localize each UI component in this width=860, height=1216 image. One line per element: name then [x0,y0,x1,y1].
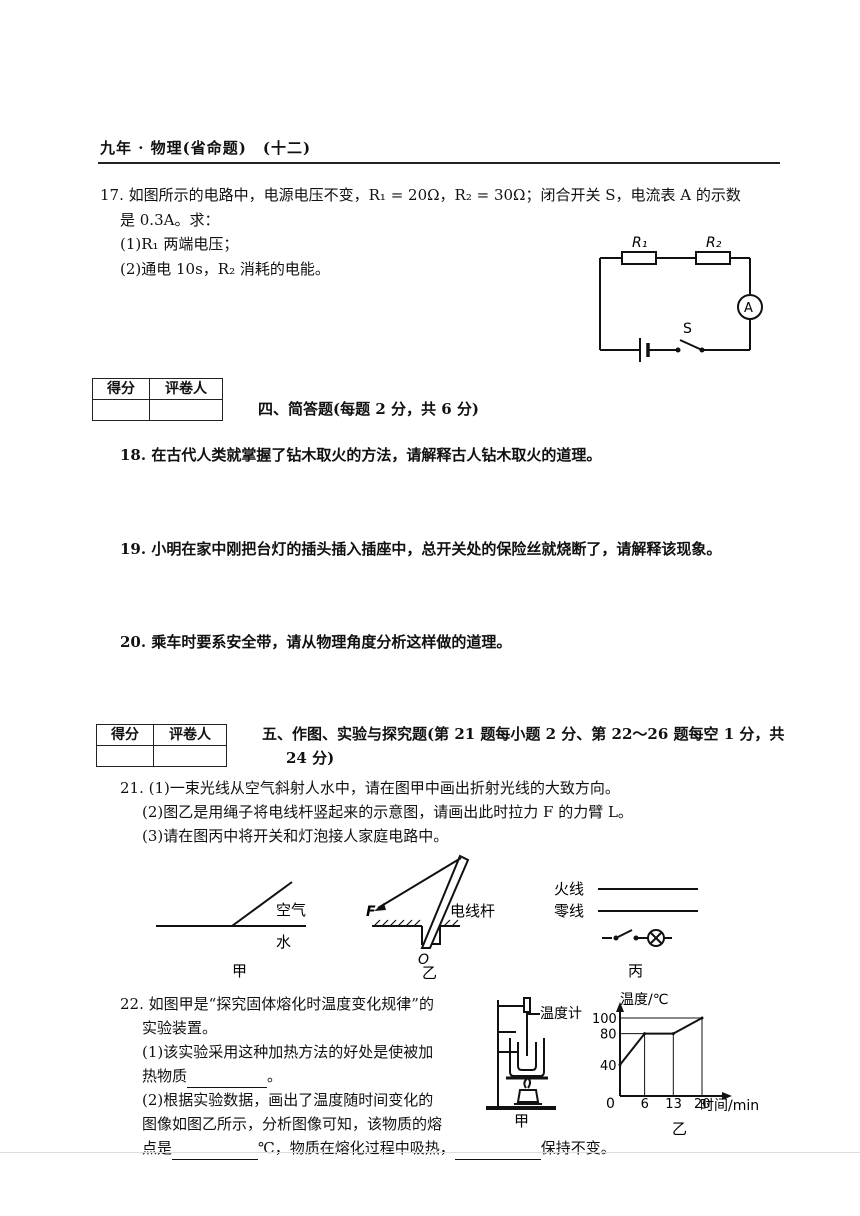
q22-sub2c-pre: 点是 [142,1139,173,1157]
ammeter-label: A [744,301,753,316]
grader-label: 评卷人 [153,724,227,746]
q21-sub3: (3)请在图丙中将开关和灯泡接人家庭电路中。 [142,827,449,845]
score-table-section5: 得分 评卷人 [96,724,227,767]
chart-x-arrow [722,1092,732,1100]
q22-apparatus-figure: 温度计 甲 [486,997,582,1130]
neutral-wire-label: 零线 [554,902,584,920]
q22-sub2c-mid: ℃，物质在熔化过程中吸热， [258,1139,455,1157]
section5-title-line1: 五、作图、实验与探究题(第 21 题每小题 2 分、第 22～26 题每空 1 … [262,725,785,743]
r2-label: R₂ [706,235,722,251]
chart-x-tick-label: 20 [694,1097,711,1112]
chart-x-tick-label: 13 [665,1097,682,1112]
q17-sub1: (1)R₁ 两端电压； [120,235,239,253]
q19-text: 19. 小明在家中刚把台灯的插头插入插座中，总开关处的保险丝就烧断了，请解释该现… [120,540,722,558]
chart-y-tick-label: 40 [600,1059,617,1074]
page-bottom-edge [0,1152,860,1153]
q22-sub1b-row: 热物质。 [142,1064,282,1088]
q22-sub2c-post: 保持不变。 [540,1139,616,1157]
q21-sub2: (2)图乙是用绳子将电线杆竖起来的示意图，请画出此时拉力 F 的力臂 L。 [142,803,633,821]
chart-ylabel: 温度/℃ [620,992,668,1008]
q18-text: 18. 在古代人类就掌握了钻木取火的方法，请解释古人钻木取火的道理。 [120,446,602,464]
chart-y-tick-label: 100 [592,1012,617,1027]
q21-figure-bing: 火线 零线 丙 [554,880,698,980]
force-label: F [366,904,376,920]
chart-caption: 乙 [672,1120,687,1138]
q22-sub1b: 热物质 [142,1067,188,1085]
score-label: 得分 [96,724,154,746]
q22-sub2c-row: 点是 ℃，物质在熔化过程中吸热， 保持不变。 [142,1136,616,1160]
q21-figure-jia: 空气 水 甲 [156,881,306,980]
chart-point [671,1032,675,1036]
grader-label: 评卷人 [149,378,223,400]
grader-cell[interactable] [153,745,227,767]
answer-blank-3[interactable] [454,1141,541,1160]
header-divider [98,162,780,164]
q20-text: 20. 乘车时要系安全带，请从物理角度分析这样做的道理。 [120,633,512,651]
chart-series-line [619,1017,703,1066]
bing-caption: 丙 [628,962,643,980]
section5-title-line2: 24 分) [286,749,335,767]
pole-label: 电线杆 [450,902,495,920]
chart-x-tick-label: 6 [641,1097,649,1112]
yi-caption: 乙 [422,964,437,982]
chart-point [618,1063,622,1067]
pivot-label: O [418,952,429,968]
q17-line2: 是 0.3A。求： [120,211,220,229]
score-label: 得分 [92,378,150,400]
q22-line2: 实验装置。 [142,1019,218,1037]
answer-blank-2[interactable] [172,1141,259,1160]
thermometer-label: 温度计 [540,1006,582,1022]
switch-label: S [683,321,692,337]
score-cell[interactable] [96,745,154,767]
q22-sub1a: (1)该实验采用这种加热方法的好处是使被加 [142,1043,434,1061]
score-table-section4: 得分 评卷人 [92,378,223,421]
r1-label: R₁ [632,235,647,251]
answer-blank-1[interactable] [187,1069,268,1088]
q21-figure-yi: F 电线杆 O 乙 [366,854,495,982]
q22-line1: 22. 如图甲是“探究固体熔化时温度变化规律”的 [120,995,434,1013]
q17-circuit-diagram: R₁ R₂ A S [599,235,763,362]
score-cell[interactable] [92,399,150,421]
live-wire-label: 火线 [554,880,584,898]
q22-sub2b: 图像如图乙所示，分析图像可知，该物质的熔 [142,1115,443,1133]
chart-point [643,1032,647,1036]
q22-sub2a: (2)根据实验数据，画出了温度随时间变化的 [142,1091,434,1109]
section4-title: 四、简答题(每题 2 分，共 6 分) [258,400,479,418]
grader-cell[interactable] [149,399,223,421]
chart-point [700,1016,704,1020]
water-label: 水 [276,933,291,951]
q17-line1: 17. 如图所示的电路中，电源电压不变，R₁ = 20Ω，R₂ = 30Ω；闭合… [100,186,741,204]
jia-caption: 甲 [232,962,247,980]
air-label: 空气 [276,901,306,919]
chart-xlabel: 时间/min [700,1098,759,1114]
chart-y-arrow [616,1002,624,1012]
q21-sub1: 21. (1)一束光线从空气斜射人水中，请在图甲中画出折射光线的大致方向。 [120,779,620,797]
chart-y-tick-label: 80 [600,1028,617,1043]
page-header: 九年 · 物理(省命题) (十二) [100,139,312,157]
chart-origin-label: 0 [606,1096,615,1112]
apparatus-caption: 甲 [514,1112,529,1130]
q17-sub2: (2)通电 10s，R₂ 消耗的电能。 [120,260,330,278]
